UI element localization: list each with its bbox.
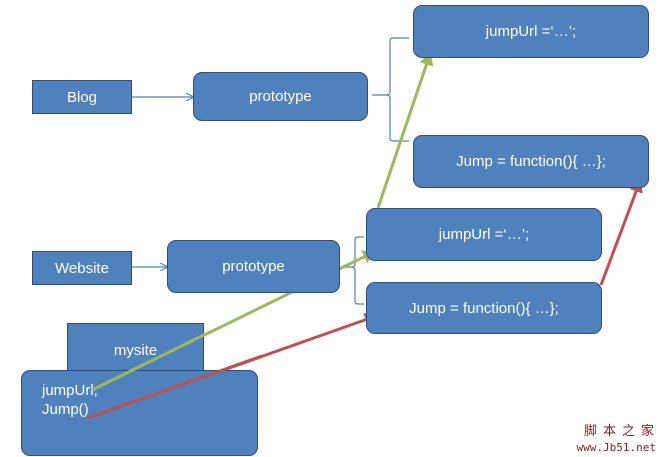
blog-jump-box: Jump = function(){ …}; [413, 135, 649, 188]
blog-jumpurl-box: jumpUrl =‘…’; [413, 5, 649, 58]
mysite-body-box: jumpUrl; Jump() [21, 370, 258, 456]
blog-jump-label: Jump = function(){ …}; [456, 153, 606, 170]
jumpurl-lookup-arrow-2 [376, 52, 434, 209]
mysite-header-box: mysite [67, 323, 204, 377]
website-jumpurl-label: jumpUrl =‘…’; [438, 226, 530, 243]
blog-jumpurl-label: jumpUrl =‘…’; [485, 23, 577, 40]
website-box: Website [32, 251, 132, 285]
blog-box: Blog [32, 80, 132, 114]
watermark-site-url: www.Jb51.net [576, 441, 656, 454]
blog-prototype-brace [372, 37, 409, 142]
website-prototype-brace [343, 236, 364, 305]
mysite-label: mysite [113, 341, 158, 359]
website-jump-label: Jump = function(){ …}; [409, 299, 559, 317]
blog-label: Blog [66, 88, 98, 106]
website-prototype-label: prototype [222, 258, 285, 275]
blog-prototype-label: prototype [249, 88, 312, 105]
website-jumpurl-box: jumpUrl =‘…’; [366, 208, 602, 261]
blog-prototype-box: prototype [193, 72, 368, 121]
website-prototype-box: prototype [167, 240, 340, 293]
mysite-jump-label: Jump() [42, 401, 89, 418]
mysite-jumpurl-label: jumpUrl; [42, 382, 98, 399]
website-jump-box: Jump = function(){ …}; [366, 282, 602, 334]
watermark-site-name: 脚本之家 [583, 424, 660, 439]
website-label: Website [55, 259, 109, 277]
jump-lookup-arrow-2 [599, 179, 643, 286]
